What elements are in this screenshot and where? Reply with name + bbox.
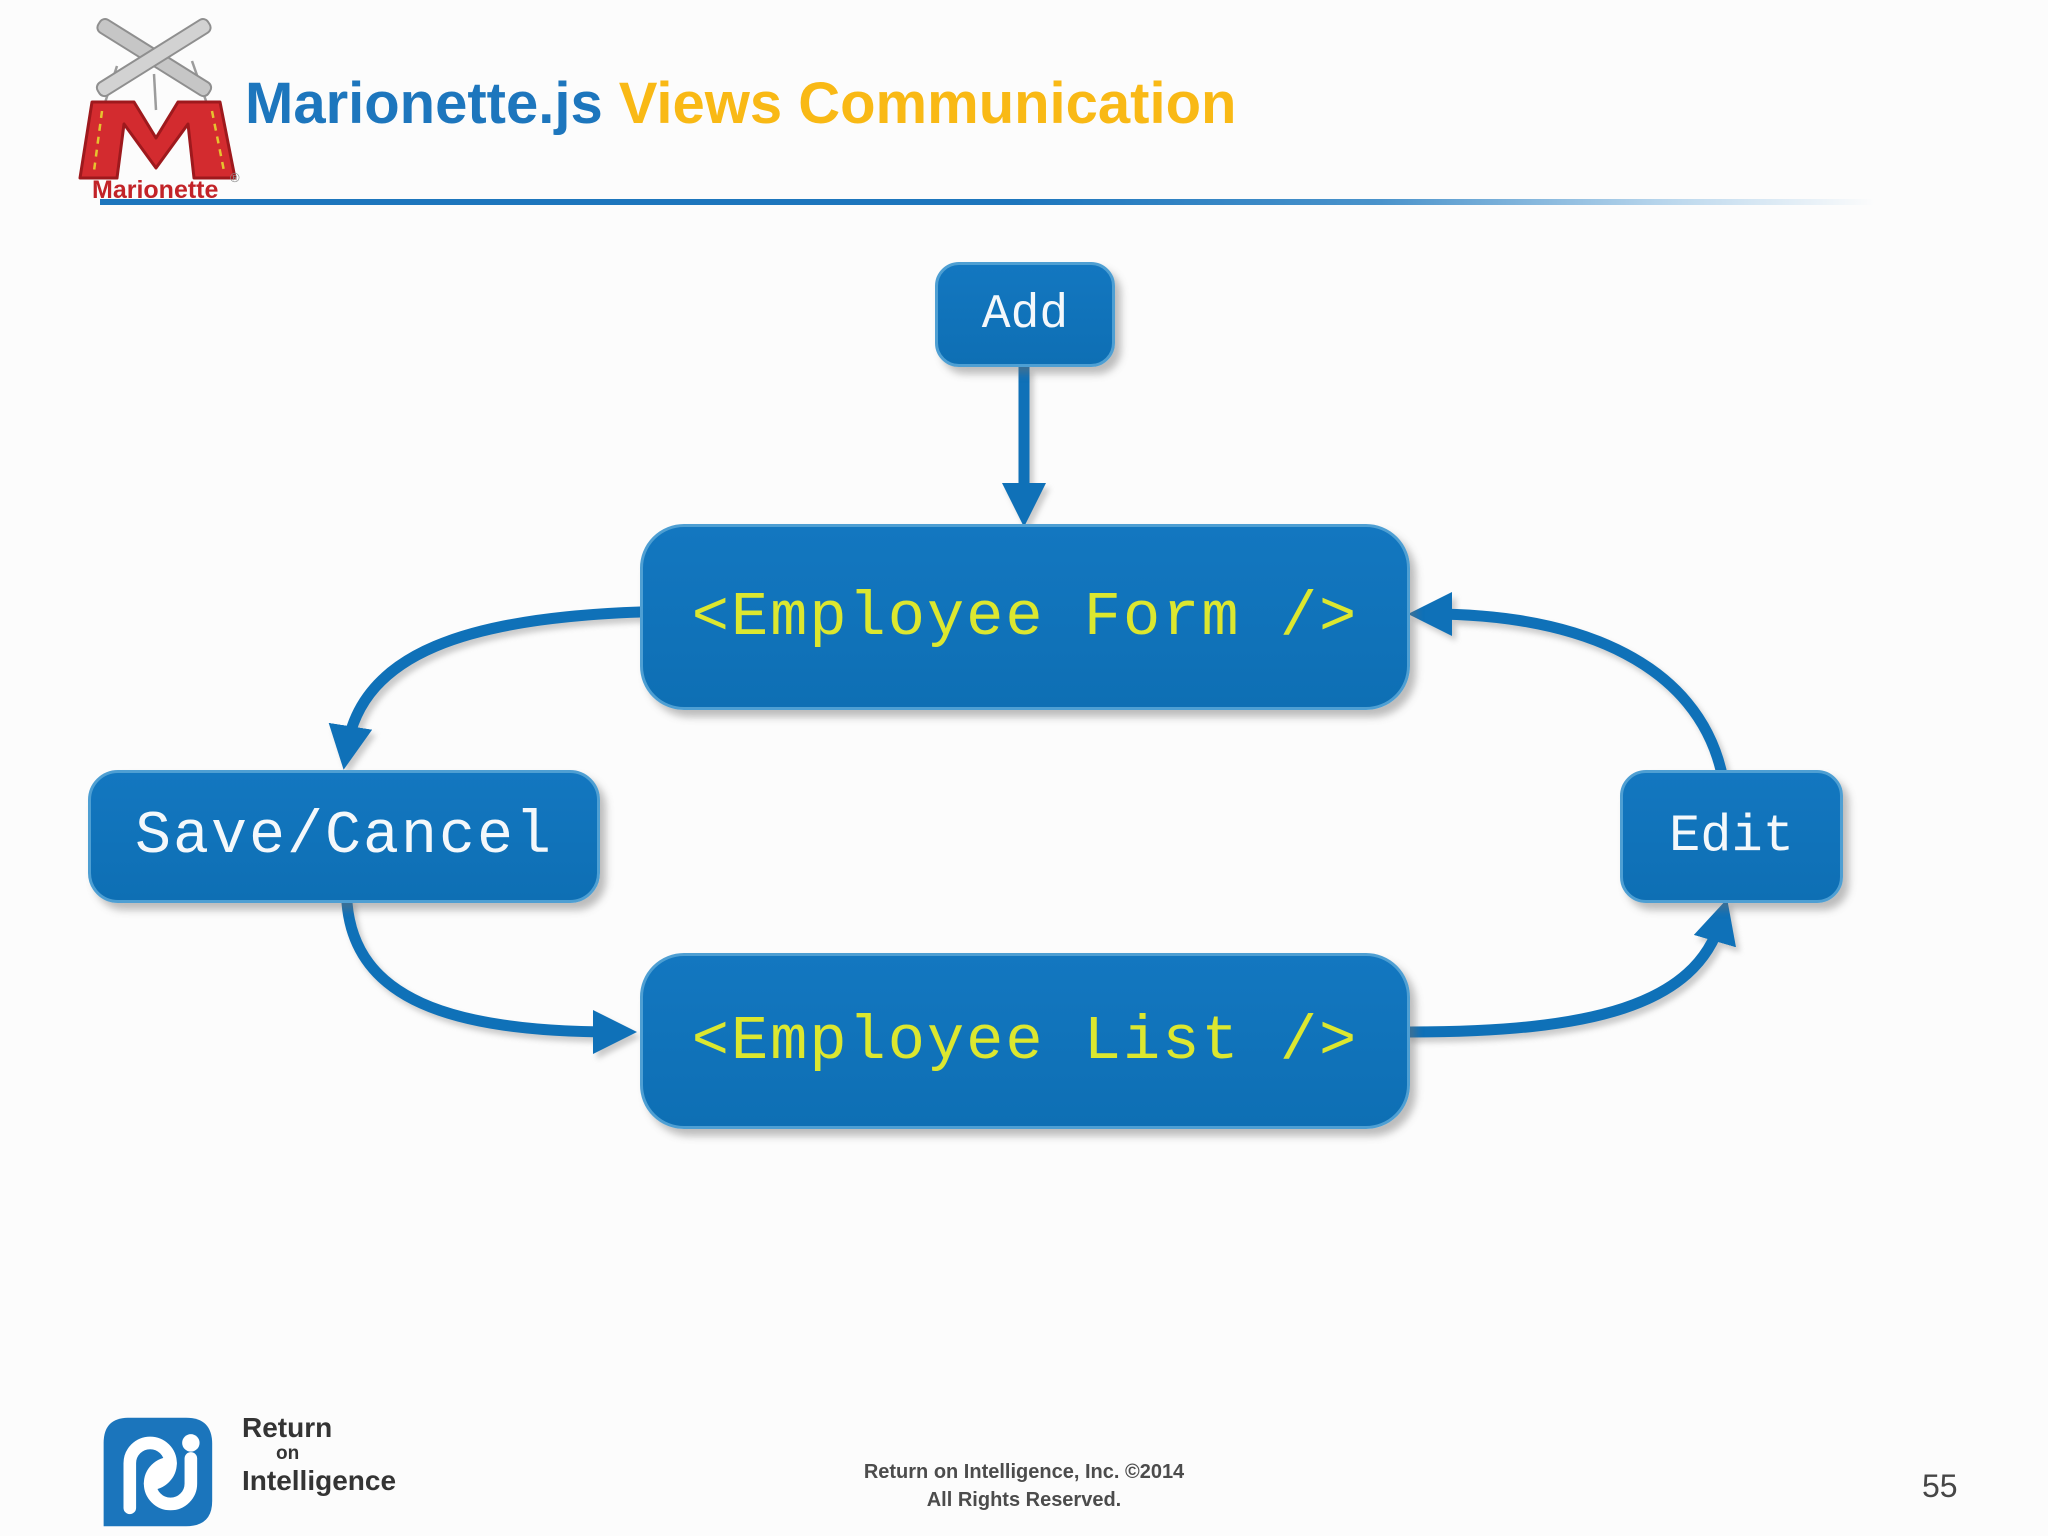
footer-brand-line1: Return (242, 1412, 333, 1443)
node-save-cancel: Save/Cancel (88, 770, 600, 903)
footer-brand-line2: on (276, 1443, 300, 1465)
copyright-notice: Return on Intelligence, Inc. ©2014 All R… (0, 1458, 2048, 1514)
node-form-label: <Employee Form /> (691, 581, 1359, 653)
page-number: 55 (1922, 1468, 1958, 1504)
node-add: Add (935, 262, 1115, 367)
footer-brand-line3: Intelligence (242, 1464, 397, 1496)
header-divider (100, 199, 1930, 205)
arrow-form-to-savecancel (328, 606, 646, 770)
node-save-label: Save/Cancel (134, 802, 554, 871)
node-list-label: <Employee List /> (691, 1005, 1359, 1077)
arrow-savecancel-to-list (341, 897, 637, 1054)
marionette-m-glyph (78, 100, 237, 180)
return-on-intelligence-logo-icon (103, 1417, 213, 1527)
copyright-line1: Return on Intelligence, Inc. ©2014 (863, 1461, 1185, 1483)
copyright-line2: All Rights Reserved. (926, 1489, 1122, 1511)
title-primary: Marionette.js (245, 71, 603, 136)
node-employee-list: <Employee List /> (640, 953, 1410, 1129)
footer-brand-wordmark: Return on Intelligence (242, 1412, 396, 1496)
arrow-edit-to-form (1408, 592, 1727, 776)
arrow-list-to-edit (1404, 898, 1736, 1038)
node-add-label: Add (981, 287, 1069, 342)
title-secondary: Views Communication (618, 71, 1237, 136)
node-edit-label: Edit (1669, 807, 1794, 866)
registered-mark: ® (230, 170, 240, 185)
node-employee-form: <Employee Form /> (640, 524, 1410, 710)
node-edit: Edit (1620, 770, 1843, 903)
